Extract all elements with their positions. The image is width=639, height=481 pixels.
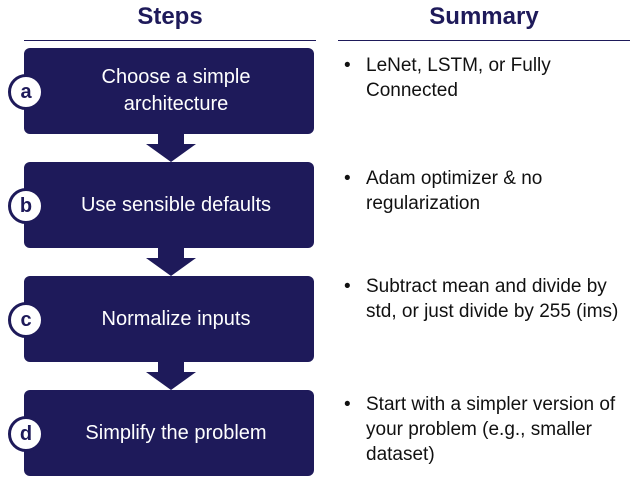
summary-text-b: Adam optimizer & no regularization: [366, 168, 543, 214]
step-box-b: Use sensible defaults: [24, 162, 314, 248]
step-box-d: Simplify the problem: [24, 390, 314, 476]
step-badge-b: b: [8, 188, 44, 224]
summary-text-a: LeNet, LSTM, or Fully Connected: [366, 55, 551, 101]
step-label-b: Use sensible defaults: [80, 193, 272, 216]
step-box-c: Normalize inputs: [24, 276, 314, 362]
step-label-d: Simplify the problem: [85, 421, 267, 444]
bullet-icon: •: [344, 276, 351, 297]
summary-header-rule: [338, 40, 630, 41]
bullet-icon: •: [344, 168, 351, 189]
down-arrow-icon: [146, 134, 196, 162]
summary-item-d: • Start with a simpler version of your p…: [340, 392, 632, 467]
summary-item-b: • Adam optimizer & no regularization: [340, 166, 632, 216]
step-label-c: Normalize inputs: [101, 307, 251, 330]
step-box-a: Choose a simple architecture: [24, 48, 314, 134]
summary-header: Summary: [429, 3, 539, 30]
bullet-icon: •: [344, 394, 351, 415]
summary-text-d: Start with a simpler version of your pro…: [366, 394, 616, 465]
step-badge-c: c: [8, 302, 44, 338]
step-label-a: Choose a simple architecture: [101, 66, 251, 115]
steps-header-rule: [24, 40, 316, 41]
bullet-icon: •: [344, 55, 351, 76]
step-badge-a: a: [8, 74, 44, 110]
summary-text-c: Subtract mean and divide by std, or just…: [366, 276, 619, 322]
step-badge-d: d: [8, 416, 44, 452]
down-arrow-icon: [146, 362, 196, 390]
down-arrow-icon: [146, 248, 196, 276]
summary-item-c: • Subtract mean and divide by std, or ju…: [340, 274, 632, 324]
summary-item-a: • LeNet, LSTM, or Fully Connected: [340, 53, 632, 103]
steps-header: Steps: [137, 3, 203, 30]
